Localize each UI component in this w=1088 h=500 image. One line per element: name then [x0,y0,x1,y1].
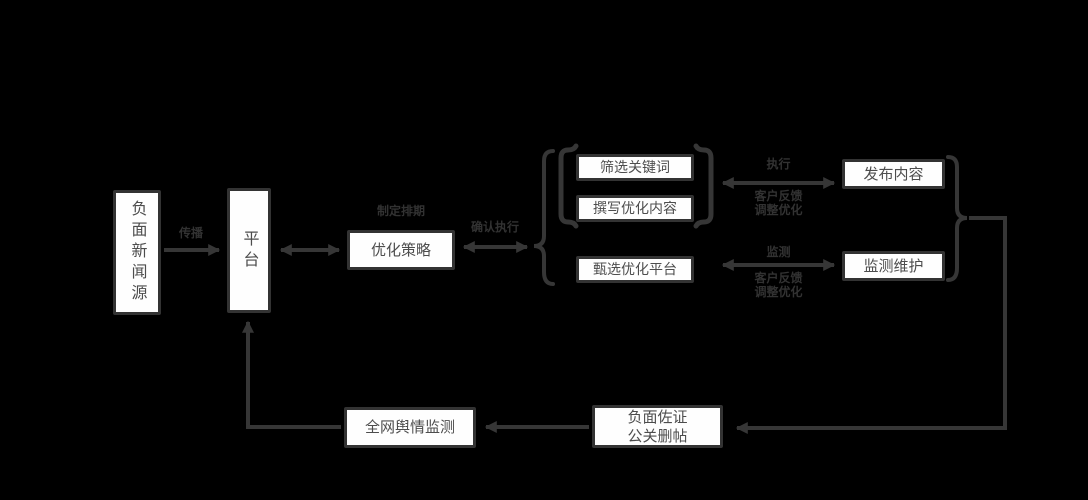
outer-left-brace [533,149,555,286]
node-select-optimization-platform: 甄选优化平台 [576,256,694,283]
edge-label-feedback-adjust-bottom: 客户反馈 调整优化 [754,271,803,299]
node-platform: 平台 [227,188,271,313]
node-optimization-strategy: 优化策略 [347,230,455,270]
node-negative-evidence-pr-delete: 负面佐证 公关删帖 [592,405,723,448]
node-publish-content: 发布内容 [842,159,945,189]
node-network-opinion-monitoring: 全网舆情监测 [344,407,476,448]
node-negative-news-source: 负面新闻源 [113,190,161,315]
edge-label-confirm-execution: 确认执行 [470,220,519,234]
inner-left-brace [558,143,579,229]
outer-right-brace [946,155,968,282]
node-write-optimized-content: 撰写优化内容 [576,195,694,222]
feedback-loop-left [242,320,341,429]
feedback-loop-right [735,216,1007,434]
node-filter-keywords: 筛选关键词 [576,154,694,181]
edge-label-spread: 传播 [178,226,203,240]
edge-label-execute: 执行 [766,157,791,171]
edge-label-monitor: 监测 [766,245,791,259]
edge-label-make-schedule: 制定排期 [376,204,425,218]
inner-right-brace [693,143,714,229]
edge-label-feedback-adjust-top: 客户反馈 调整优化 [754,189,803,217]
node-monitor-maintain: 监测维护 [842,251,945,281]
